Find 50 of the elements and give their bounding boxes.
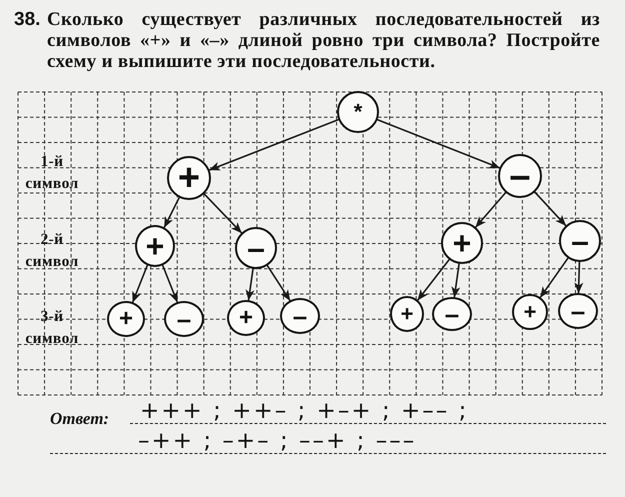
node-symbol: + [524, 301, 536, 323]
tree-node-circle [512, 294, 548, 330]
tree-node-circle [498, 154, 542, 198]
tree-node-circle [559, 220, 601, 262]
handwritten-answer: +++ ; ++– ; +–+ ; +–– ; [140, 398, 468, 424]
node-symbol: + [118, 307, 133, 331]
tree-node-circle [135, 225, 175, 267]
tree-node-circle [441, 222, 483, 264]
answer-label: Ответ: [50, 409, 110, 429]
node-symbol: + [178, 159, 200, 197]
node-symbol: – [570, 298, 586, 324]
node-symbol: + [400, 303, 414, 325]
arrow [376, 118, 500, 169]
tree-node-circle [390, 296, 424, 332]
arrow [162, 264, 178, 303]
arrow [574, 261, 584, 294]
node-symbol: – [509, 157, 531, 195]
problem-number: 38. [14, 9, 40, 30]
tree-node-circle [558, 293, 598, 329]
arrow [203, 193, 242, 234]
tree-node-circle [280, 298, 320, 334]
row-label: 1-й символ [24, 152, 80, 194]
node-symbol: – [444, 301, 460, 327]
arrow [474, 192, 506, 228]
node-symbol: – [176, 306, 192, 332]
arrow [266, 264, 291, 302]
arrow [208, 118, 340, 171]
tree-node-circle [235, 227, 277, 269]
node-symbol: – [571, 225, 589, 257]
tree-node-circle [167, 156, 211, 200]
node-symbol: – [292, 303, 308, 329]
tree-node-circle [107, 301, 145, 337]
tree-node-circle [337, 91, 379, 133]
question-text: Сколько существует различных последовательностей из символов «+» и «–» длиной ровно три символа? Постройте схему и выпишите эти последовательности. [47, 9, 600, 72]
arrow [534, 191, 567, 226]
node-symbol: + [146, 230, 164, 262]
tree-node-circle [227, 300, 265, 336]
arrow [416, 258, 450, 301]
node-symbol: * [354, 101, 362, 123]
arrow [540, 257, 569, 298]
node-symbol: – [247, 232, 265, 264]
tree-node-circle [164, 301, 204, 337]
node-symbol: + [238, 306, 253, 330]
arrow [132, 264, 148, 303]
tree-node-circle [432, 297, 472, 331]
handwritten-answer: –++ ; –+– ; ––+ ; ––– [138, 428, 416, 454]
arrow [164, 196, 180, 228]
node-symbol: + [452, 227, 472, 259]
arrow [451, 263, 460, 298]
arrow [246, 268, 254, 301]
